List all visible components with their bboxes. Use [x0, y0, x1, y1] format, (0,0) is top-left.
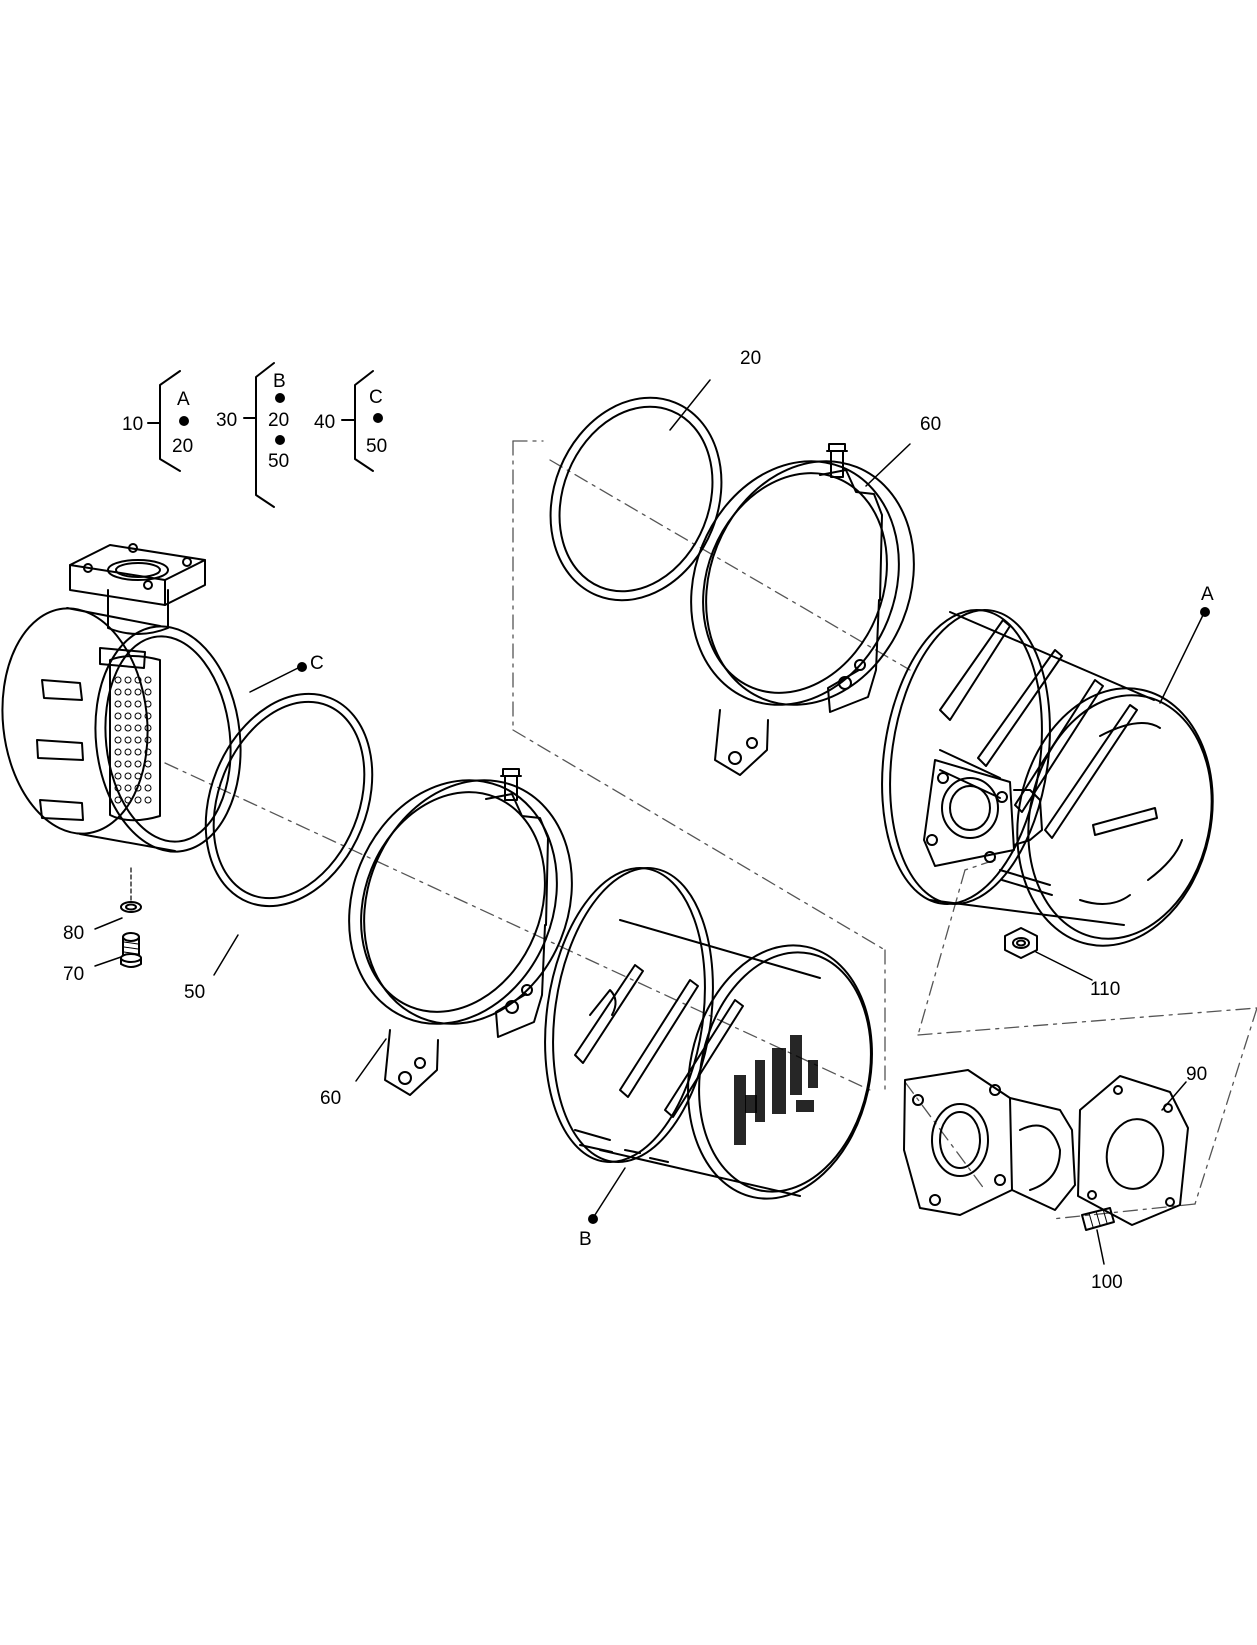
assembly-b-cylinder — [544, 867, 873, 1200]
callout-dot — [297, 662, 307, 672]
leader-line — [94, 917, 123, 930]
assembly-line — [1194, 1007, 1257, 1205]
leader-line — [1035, 951, 1093, 981]
screw — [120, 932, 142, 968]
nut — [1004, 927, 1038, 959]
perforation-holes — [114, 676, 152, 804]
leader-line — [249, 665, 303, 693]
callout-stud: 100 — [1091, 1272, 1123, 1293]
catalyst-grid-pattern — [734, 1035, 818, 1145]
callout-inlet-c: C — [310, 653, 324, 674]
leader-line — [592, 1167, 626, 1219]
clamp-top — [690, 443, 915, 776]
callout-clamp-top: 60 — [920, 414, 941, 435]
legend-text: 10 A 20 30 B 20 50 40 C 50 — [122, 371, 387, 472]
clamp-bracket — [384, 1029, 439, 1096]
assembly-line — [904, 1081, 986, 1191]
inlet-flange — [69, 543, 206, 635]
legend-number: 30 — [216, 410, 237, 431]
leader-line — [213, 934, 239, 976]
outlet-elbow-flange — [903, 1069, 1076, 1216]
o-ring-left — [204, 692, 374, 908]
legend-group-30 — [243, 362, 275, 508]
callout-assembly-a: A — [1201, 584, 1214, 605]
legend-item: 20 — [268, 410, 289, 431]
legend-item: 50 — [268, 451, 289, 472]
legend-number: 10 — [122, 414, 143, 435]
clamp-bracket — [827, 599, 880, 713]
perforated-tube — [109, 655, 161, 822]
assembly-line — [164, 762, 871, 1091]
callout-screw: 70 — [63, 964, 84, 985]
callout-assembly-b: B — [579, 1229, 592, 1250]
callout-dot — [1200, 607, 1210, 617]
leader-line — [355, 1038, 387, 1082]
washer — [120, 867, 142, 913]
clamp-bolt — [504, 775, 518, 801]
leader-line — [1161, 1081, 1187, 1111]
legend-dot — [275, 393, 285, 403]
assembly-line — [917, 869, 966, 1036]
assembly-a-flange — [923, 759, 1043, 867]
assembly-line — [549, 459, 911, 671]
legend-group-10 — [147, 370, 181, 472]
callout-washer: 80 — [63, 923, 84, 944]
legend-bracket — [255, 362, 275, 508]
legend-item: 50 — [366, 436, 387, 457]
assembly-line — [917, 1007, 1257, 1036]
legend-dot — [179, 416, 189, 426]
legend — [147, 362, 374, 508]
assembly-line — [512, 729, 886, 951]
callout-dot — [588, 1214, 598, 1224]
leader-line — [94, 956, 122, 967]
callout-clamp-bottom: 60 — [320, 1088, 341, 1109]
legend-bracket — [354, 370, 374, 472]
assembly-line — [1051, 1203, 1196, 1220]
o-ring-top — [549, 396, 723, 602]
callout-ring-top: 20 — [740, 348, 761, 369]
callout-gasket: 90 — [1186, 1064, 1207, 1085]
leader-lines — [94, 379, 1206, 1265]
legend-dot — [275, 435, 285, 445]
clamp-bottom — [348, 768, 573, 1096]
reference-dots — [179, 393, 1210, 1224]
clamp-bracket — [714, 709, 769, 776]
legend-number: 40 — [314, 412, 335, 433]
legend-item: C — [369, 387, 383, 408]
leader-line — [865, 443, 911, 487]
callout-ring-left: 50 — [184, 982, 205, 1003]
clamp-bracket — [495, 924, 546, 1038]
legend-item: B — [273, 371, 286, 392]
legend-group-40 — [341, 370, 374, 472]
assembly-a-cylinder — [881, 609, 1214, 947]
stud — [1081, 1207, 1115, 1231]
leader-line — [1159, 610, 1206, 704]
callout-labels: 20 60 A C 80 70 50 60 B 110 90 100 — [63, 348, 1214, 1293]
legend-dot — [373, 413, 383, 423]
legend-item: A — [177, 389, 190, 410]
leader-line — [1096, 1229, 1105, 1265]
legend-item: 20 — [172, 436, 193, 457]
callout-nut: 110 — [1090, 979, 1120, 1000]
leader-line — [669, 379, 711, 431]
assembly-lines — [164, 440, 1257, 1220]
